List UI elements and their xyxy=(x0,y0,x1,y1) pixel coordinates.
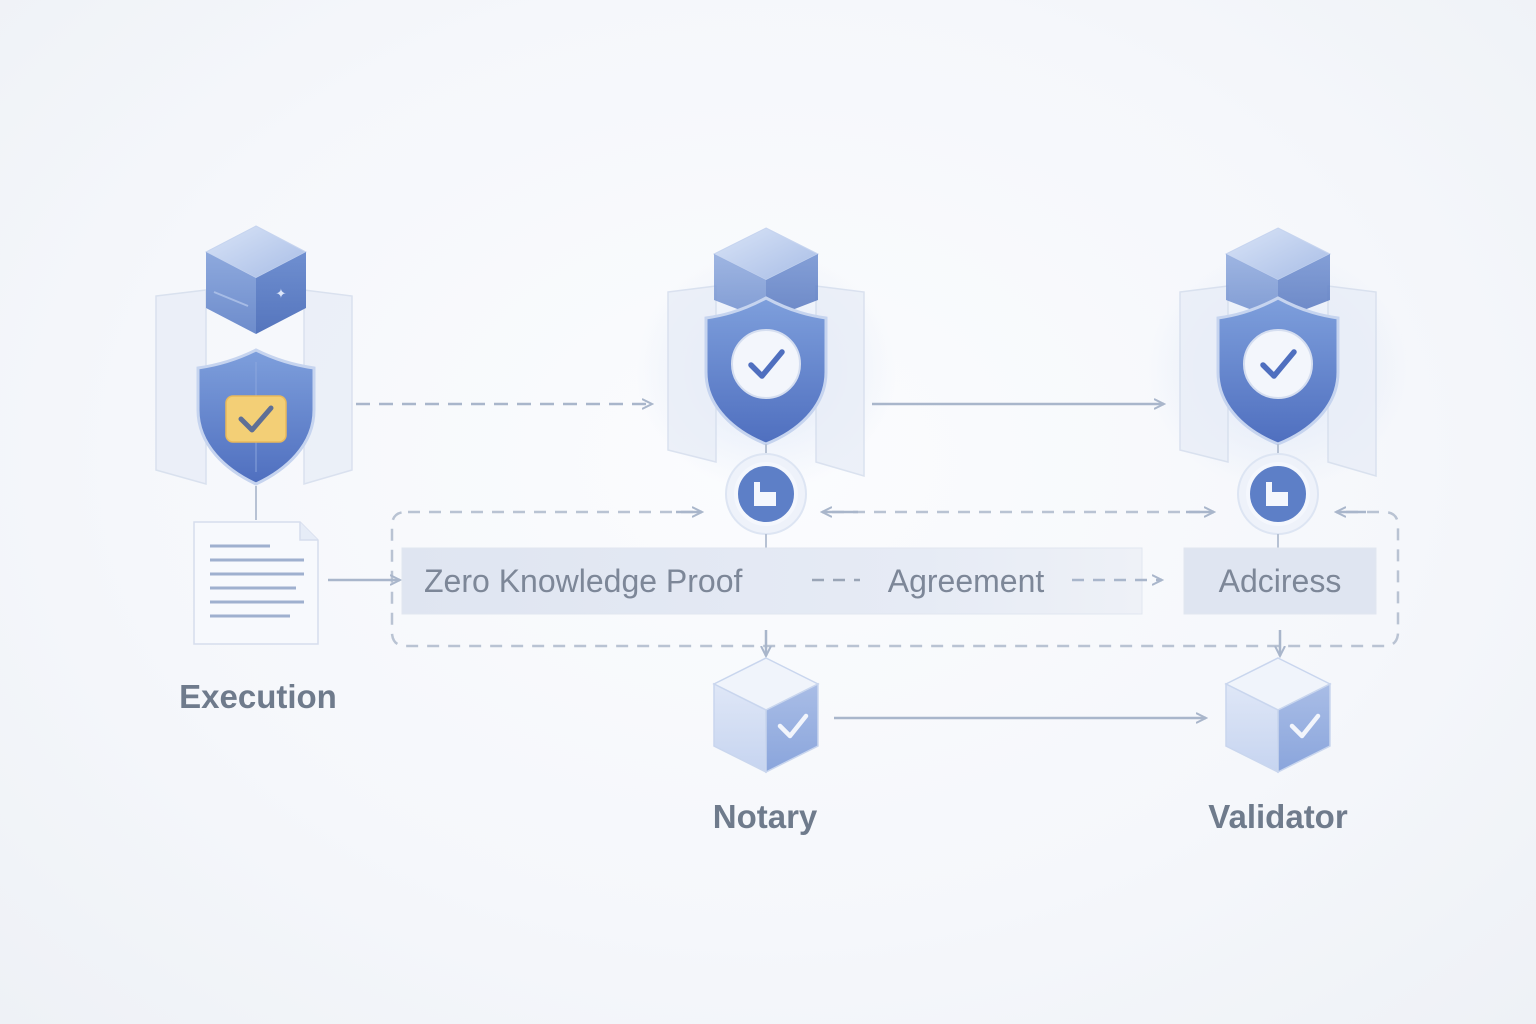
notary-panel-left xyxy=(667,285,717,463)
proof-bar: Zero Knowledge Proof Agreement Adciress xyxy=(401,547,1377,615)
cube-check-icon xyxy=(1224,657,1332,774)
execution-panel-left xyxy=(155,289,207,485)
validator-shield-node xyxy=(1148,227,1408,548)
address-box xyxy=(1183,547,1377,615)
execution-node: ✦ Execution xyxy=(155,225,353,715)
notary-shield-node xyxy=(636,227,896,548)
validator-label: Validator xyxy=(1208,798,1348,835)
agreement-label: Agreement xyxy=(888,563,1045,599)
document-icon xyxy=(193,521,319,645)
gold-check-badge xyxy=(225,395,287,443)
cube-check-icon xyxy=(712,657,820,774)
validator-cube: Validator xyxy=(1208,657,1348,835)
shield-check-icon xyxy=(704,296,828,446)
zkp-label: Zero Knowledge Proof xyxy=(424,563,743,599)
shield-check-icon xyxy=(196,348,316,486)
zkp-agreement-bar xyxy=(401,547,1143,615)
address-label: Adciress xyxy=(1219,563,1342,599)
cube-icon: ✦ xyxy=(204,225,308,334)
thumbs-up-icon xyxy=(1237,453,1319,535)
shield-check-icon xyxy=(1216,296,1340,446)
validator-panel-left xyxy=(1179,285,1229,463)
notary-cube: Notary xyxy=(712,657,820,835)
thumbs-up-icon xyxy=(725,453,807,535)
dashed-loop-frame xyxy=(390,510,1400,648)
execution-label: Execution xyxy=(179,678,337,715)
svg-text:✦: ✦ xyxy=(276,286,287,301)
notary-label: Notary xyxy=(713,798,818,835)
